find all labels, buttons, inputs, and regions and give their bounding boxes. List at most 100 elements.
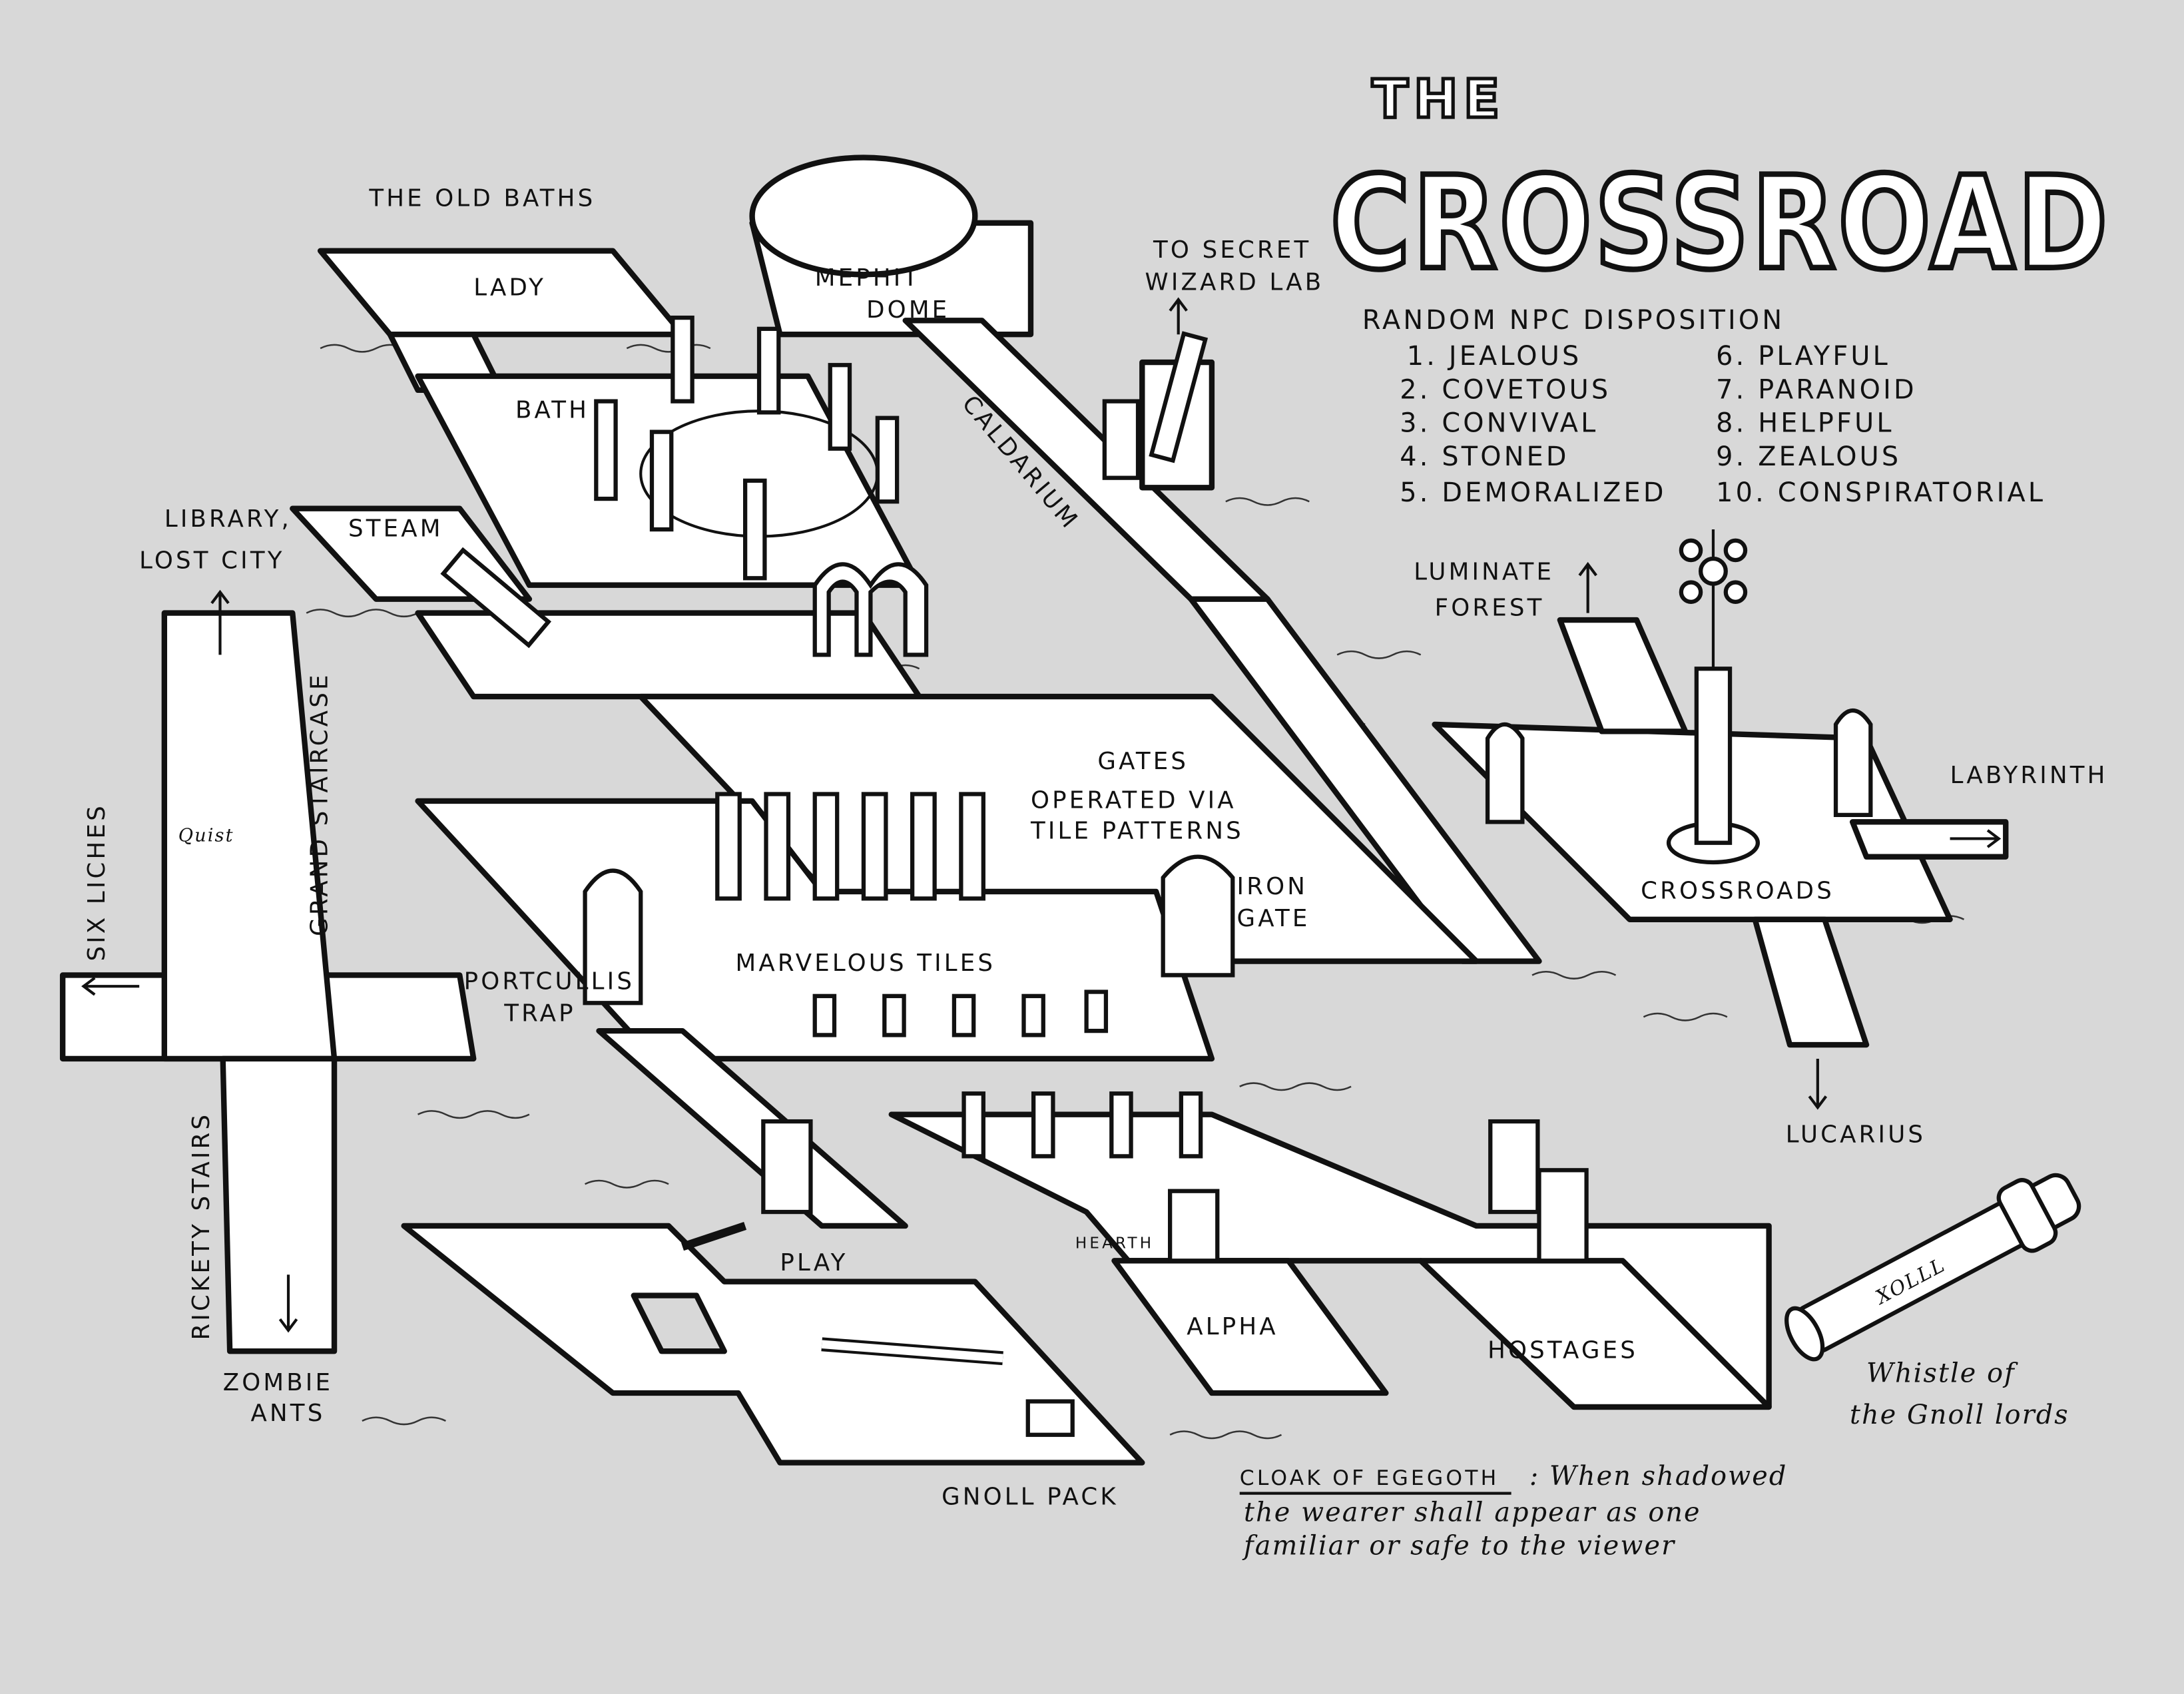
label-luminate-2: FOREST <box>1435 595 1545 622</box>
label-hostages: HOSTAGES <box>1488 1337 1638 1364</box>
gate-pillars <box>715 792 985 901</box>
disposition-item: 6. PLAYFUL <box>1716 341 1890 372</box>
arrow-down-icon <box>278 1274 298 1333</box>
label-zombie-1: ZOMBIE <box>223 1369 333 1396</box>
door <box>1168 1189 1220 1263</box>
disposition-item: 10. CONSPIRATORIAL <box>1716 477 2046 508</box>
room-alpha <box>1111 1258 1389 1396</box>
arch <box>812 562 929 657</box>
disposition-item: 8. HELPFUL <box>1716 408 1894 439</box>
label-whistle-1: Whistle of <box>1866 1358 2018 1388</box>
label-grand-staircase: GRAND STAIRCASE <box>306 672 334 936</box>
corridor-central <box>415 610 922 700</box>
door-crossroads-west <box>1485 722 1525 824</box>
door <box>761 1119 813 1215</box>
iron-gate <box>1161 854 1235 978</box>
book-inscription: Quist <box>178 826 234 846</box>
arrow-left-icon <box>81 976 140 996</box>
note-line-2: the wearer shall appear as one <box>1244 1497 1701 1528</box>
secret-door <box>1102 399 1141 480</box>
disposition-item: 3. CONVIVAL <box>1400 408 1598 439</box>
label-iron-1: IRON <box>1237 873 1308 900</box>
label-gates-1: GATES <box>1097 748 1189 775</box>
label-old-baths: THE OLD BATHS <box>368 185 595 212</box>
disposition-item: 7. PARANOID <box>1716 374 1917 405</box>
label-library-2: LOST CITY <box>139 547 284 575</box>
label-portcullis-2: TRAP <box>503 999 575 1027</box>
label-crossroads: CROSSROADS <box>1641 877 1834 904</box>
arrow-up-icon <box>210 589 230 655</box>
stairs-luminate <box>1557 617 1689 734</box>
label-six-liches: SIX LICHES <box>83 803 111 961</box>
label-dome: DOME <box>866 296 950 324</box>
label-marvelous-tiles: MARVELOUS TILES <box>735 950 995 977</box>
mephit-dome <box>749 154 978 278</box>
bones-icon <box>681 1222 1003 1366</box>
arrows <box>81 297 2002 1333</box>
pillar <box>742 478 767 581</box>
title-the: THE <box>1372 68 1505 130</box>
label-iron-2: GATE <box>1237 905 1310 932</box>
label-whistle-2: the Gnoll lords <box>1850 1400 2069 1430</box>
disposition-item: 1. JEALOUS <box>1407 341 1582 372</box>
arrow-up-icon <box>1578 561 1597 613</box>
note-line-3: familiar or safe to the viewer <box>1242 1531 1675 1561</box>
pillar <box>594 399 618 501</box>
label-gates-3: TILE PATTERNS <box>1030 817 1244 844</box>
label-lady: LADY <box>473 274 546 302</box>
door <box>1537 1168 1589 1263</box>
corridor-labyrinth <box>1849 819 2009 860</box>
crossroads-totem <box>1666 529 1761 865</box>
rickety-stairs-shaft <box>220 1055 338 1354</box>
label-portcullis-1: PORTCULLIS <box>464 968 635 995</box>
label-steam: STEAM <box>348 515 443 543</box>
label-alpha: ALPHA <box>1187 1313 1278 1340</box>
wizard-ladder <box>1149 331 1209 463</box>
whistle-icon: XOLLL <box>1784 1173 2081 1362</box>
label-hearth: HEARTH <box>1075 1235 1154 1252</box>
disposition-item: 2. COVETOUS <box>1400 374 1611 405</box>
disposition-item: 5. DEMORALIZED <box>1400 477 1666 508</box>
pillar <box>671 315 694 404</box>
floor-plan <box>59 154 2009 1466</box>
pillar <box>828 363 852 451</box>
tile-posts <box>812 989 1109 1037</box>
label-rickety-stairs: RICKETY STAIRS <box>188 1112 215 1340</box>
arrow-up-icon <box>1169 297 1188 335</box>
corridor-east-diagonal <box>1188 596 1542 964</box>
portcullis-arch <box>583 868 643 1005</box>
hall-pillars <box>961 1091 1203 1159</box>
arrow-down-icon <box>1808 1058 1828 1110</box>
disposition-heading: RANDOM NPC DISPOSITION <box>1362 305 1785 336</box>
cloak-note: CLOAK OF EGEGOTH : When shadowed the wea… <box>1239 1461 1788 1561</box>
label-bath: BATH <box>515 397 589 424</box>
door-crossroads-east <box>1833 708 1873 818</box>
label-lucarius: LUCARIUS <box>1786 1121 1926 1148</box>
pillar <box>875 416 900 504</box>
label-mephit: MEPHIT <box>815 264 921 292</box>
note-line-1: : When shadowed <box>1529 1461 1788 1492</box>
label-zombie-2: ANTS <box>251 1400 326 1427</box>
pillar <box>649 429 674 532</box>
label-luminate-1: LUMINATE <box>1414 558 1554 585</box>
disposition-table: RANDOM NPC DISPOSITION 1. JEALOUS 2. COV… <box>1362 305 2046 508</box>
label-library-1: LIBRARY, <box>164 505 292 533</box>
label-labyrinth: LABYRINTH <box>1950 762 2108 789</box>
label-wizard-2: WIZARD LAB <box>1145 268 1324 296</box>
label-play: PLAY <box>780 1249 848 1276</box>
pit-play <box>631 1292 727 1354</box>
stairs-lucarius <box>1752 916 1870 1048</box>
features: XOLLL Quist <box>178 315 2081 1437</box>
disposition-item: 9. ZEALOUS <box>1716 441 1901 472</box>
title-main: CROSSROAD <box>1330 149 2110 298</box>
note-title: CLOAK OF EGEGOTH <box>1240 1466 1500 1490</box>
scroll-tube <box>440 547 552 649</box>
label-gnoll-pack: GNOLL PACK <box>942 1483 1119 1510</box>
treasure-chest-icon <box>1025 1399 1075 1437</box>
pillar <box>756 326 781 415</box>
map-labels: THE OLD BATHS LADY BATH STEAM MEPHIT DOM… <box>83 185 2108 1511</box>
door <box>1488 1119 1540 1215</box>
corridor-southwest <box>596 1027 908 1229</box>
label-gates-2: OPERATED VIA <box>1031 786 1236 814</box>
